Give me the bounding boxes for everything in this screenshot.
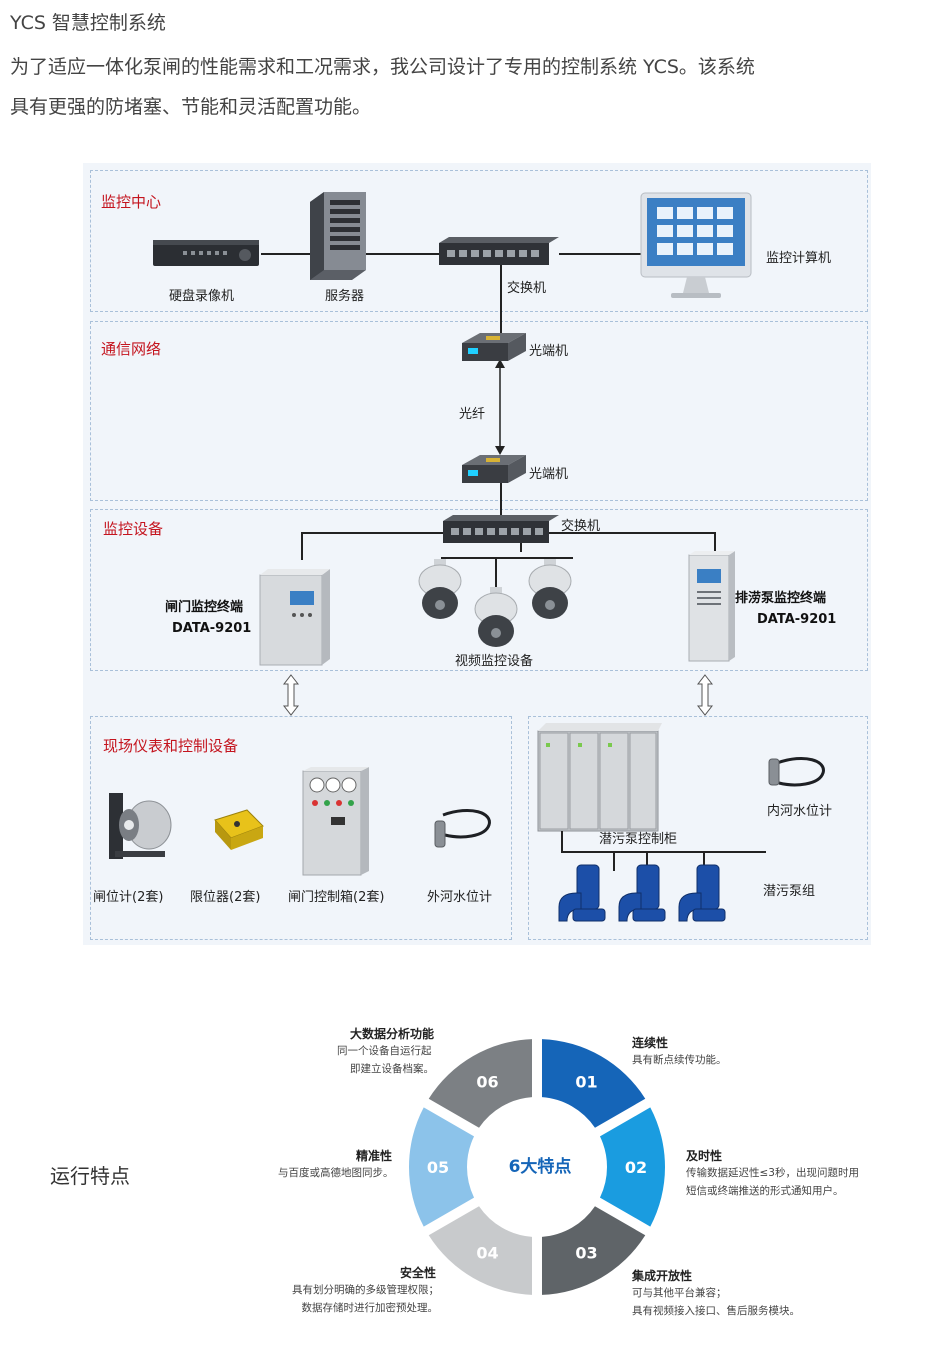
link-optical-switch xyxy=(500,481,502,521)
label-gate-meter: 闸位计(2套) xyxy=(93,890,164,905)
zone-field-gate: 现场仪表和控制设备 xyxy=(90,716,512,940)
zone-label-field: 现场仪表和控制设备 xyxy=(103,737,239,755)
label-server: 服务器 xyxy=(325,289,365,304)
features-center-label: 6大特点 xyxy=(508,1157,572,1177)
feature-number-01: 01 xyxy=(575,1072,597,1091)
feature-number-04: 04 xyxy=(476,1244,498,1263)
server-icon xyxy=(310,192,366,280)
zone-monitor-devices: 监控设备 xyxy=(90,509,868,671)
label-monitor-computer: 监控计算机 xyxy=(766,251,832,266)
label-gate-terminal: 闸门监控终端 xyxy=(165,600,244,615)
label-inner-level: 内河水位计 xyxy=(767,804,833,819)
zone-label-network: 通信网络 xyxy=(101,340,162,358)
gate-control-box-icon xyxy=(302,767,369,876)
pump-group-icon xyxy=(558,864,726,922)
feature-segment-03 xyxy=(541,1206,646,1295)
zone-label-monitor-devices: 监控设备 xyxy=(103,520,164,538)
feature-segment-01 xyxy=(541,1039,646,1128)
gate-meter-icon xyxy=(109,793,172,859)
monitor-computer-icon xyxy=(640,192,752,298)
gate-terminal-icon xyxy=(259,569,330,666)
zone-label-monitor-center: 监控中心 xyxy=(101,193,162,211)
label-limiter: 限位器(2套) xyxy=(190,890,261,905)
feature-number-02: 02 xyxy=(625,1158,647,1177)
feature-number-03: 03 xyxy=(575,1244,597,1263)
page-title: YCS 智慧控制系统 xyxy=(10,12,166,34)
inner-level-meter-icon xyxy=(768,756,825,787)
feature-04-desc-1: 具有划分明确的多级管理权限； xyxy=(292,1284,439,1296)
drop-pump-terminal xyxy=(714,532,716,554)
feature-01-desc: 具有断点续传功能。 xyxy=(632,1054,727,1066)
feature-segment-05 xyxy=(409,1107,475,1227)
double-arrow-left xyxy=(282,674,300,716)
description-line-2: 具有更强的防堵塞、节能和灵活配置功能。 xyxy=(10,96,372,118)
feature-02-title: 及时性 xyxy=(686,1149,723,1163)
label-fiber: 光纤 xyxy=(459,407,486,422)
link-server-switch xyxy=(365,253,445,255)
limiter-icon xyxy=(214,809,264,850)
label-video-monitoring: 视频监控设备 xyxy=(455,654,534,669)
drop-pump-1 xyxy=(613,851,615,871)
label-optical-top: 光端机 xyxy=(529,344,569,359)
label-gate-terminal-model: DATA-9201 xyxy=(172,621,252,636)
double-arrow-right xyxy=(696,674,714,716)
camera-bus xyxy=(441,557,573,559)
pump-terminal-icon xyxy=(688,551,735,662)
drop-pump-cabinet xyxy=(561,831,563,853)
zone-monitor-center: 监控中心 xyxy=(90,170,868,312)
feature-05-title: 精准性 xyxy=(356,1149,393,1163)
label-outer-level: 外河水位计 xyxy=(427,890,493,905)
label-pump-group: 潜污泵组 xyxy=(763,884,816,899)
drop-camera-center xyxy=(495,557,497,591)
feature-04-title: 安全性 xyxy=(400,1266,437,1280)
feature-06-desc-2: 即建立设备档案。 xyxy=(350,1063,434,1075)
feature-segment-06 xyxy=(428,1039,533,1128)
zone-field-pump xyxy=(528,716,868,940)
features-section-title: 运行特点 xyxy=(50,1164,130,1188)
feature-01-title: 连续性 xyxy=(632,1036,669,1050)
feature-04-desc-2: 数据存储时进行加密预处理。 xyxy=(301,1302,439,1314)
feature-segment-02 xyxy=(599,1107,665,1227)
drop-gate-terminal xyxy=(301,532,303,560)
optical-terminal-bottom-icon xyxy=(462,455,526,483)
camera-right-icon xyxy=(528,559,572,619)
drop-pump-2 xyxy=(646,851,648,871)
zone-network: 通信网络 xyxy=(90,321,868,501)
pump-control-cabinet-icon xyxy=(537,723,662,832)
link-switch-optical xyxy=(500,263,502,336)
feature-02-desc-2: 短信或终端推送的形式通知用户。 xyxy=(686,1185,844,1197)
feature-segment-04 xyxy=(428,1206,533,1295)
feature-02-desc-1: 传输数据延迟性≤3秒，出现问题时用 xyxy=(686,1167,859,1179)
label-optical-bottom: 光端机 xyxy=(529,467,569,482)
switch-bottom-icon xyxy=(443,515,559,543)
feature-number-05: 05 xyxy=(427,1158,449,1177)
camera-center-icon xyxy=(474,587,518,647)
label-pump-terminal-model: DATA-9201 xyxy=(757,612,837,627)
feature-03-desc-2: 具有视频接入接口、售后服务模块。 xyxy=(632,1305,800,1317)
feature-03-title: 集成开放性 xyxy=(632,1269,693,1283)
outer-level-meter-icon xyxy=(434,808,491,848)
optical-terminal-top-icon xyxy=(462,333,526,361)
label-pump-terminal: 排涝泵监控终端 xyxy=(735,591,827,606)
camera-left-icon xyxy=(418,559,462,619)
link-switch-pc xyxy=(559,253,647,255)
feature-number-06: 06 xyxy=(476,1072,498,1091)
label-switch-top: 交换机 xyxy=(507,281,547,296)
switch-top-icon xyxy=(439,237,559,265)
system-architecture-diagram: 监控中心 通信网络 监控设备 现场仪表和控制设备 硬盘录像机 xyxy=(83,163,871,945)
fiber-arrow xyxy=(495,359,505,455)
feature-03-desc-1: 可与其他平台兼容； xyxy=(632,1287,727,1299)
feature-05-desc: 与百度或高德地图同步。 xyxy=(278,1167,394,1179)
label-gate-control-box: 闸门控制箱(2套) xyxy=(288,890,385,905)
drop-pump-3 xyxy=(703,851,705,871)
dvr-icon xyxy=(153,240,259,266)
feature-06-desc-1: 同一个设备自运行起 xyxy=(337,1045,432,1057)
features-ring: 01 02 03 04 05 06 xyxy=(409,1039,665,1295)
label-pump-cabinet: 潜污泵控制柜 xyxy=(599,832,678,847)
pump-bus xyxy=(561,851,766,853)
description-line-1: 为了适应一体化泵闸的性能需求和工况需求，我公司设计了专用的控制系统 YCS。该系… xyxy=(10,56,755,78)
feature-06-title: 大数据分析功能 xyxy=(350,1027,435,1041)
label-dvr: 硬盘录像机 xyxy=(169,289,235,304)
label-switch-bottom: 交换机 xyxy=(561,519,601,534)
